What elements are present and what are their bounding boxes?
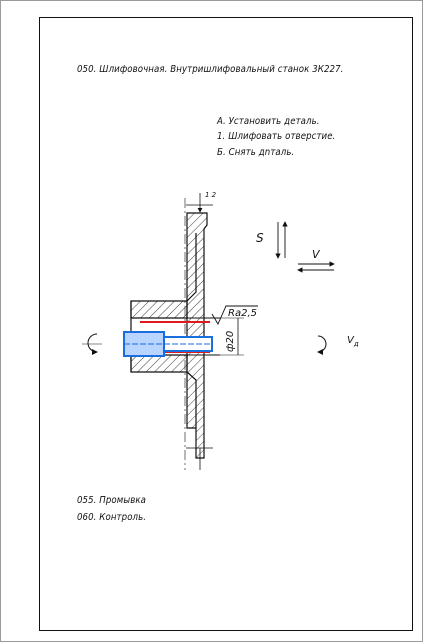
v-feed-label: V — [312, 248, 321, 261]
roughness-symbol — [211, 305, 258, 325]
operation-060: 060. Контроль. — [77, 512, 147, 523]
hub-lower-section — [130, 354, 188, 373]
operation-title: 050. Шлифовочная. Внутришлифовальный ста… — [77, 64, 344, 75]
rotation-arrow-right — [317, 335, 327, 355]
rotation-arrow-left — [82, 333, 102, 355]
hub-upper-section — [130, 300, 188, 319]
flange-section — [186, 212, 208, 459]
diameter-label: ф20 — [225, 331, 236, 352]
roughness-label: Ra2,5 — [228, 308, 257, 319]
s-feed-label: S — [256, 231, 264, 245]
top-marks: 1 2 — [205, 191, 217, 199]
v-work-label: Vд — [347, 335, 359, 348]
drawing-frame — [39, 17, 413, 631]
step-b: Б. Снять дnталь. — [217, 147, 295, 158]
grinding-tool — [123, 331, 213, 357]
step-1: 1. Шлифовать отверстие. — [217, 131, 336, 142]
operation-055: 055. Промывка — [77, 495, 147, 506]
step-a: А. Установить деталь. — [217, 116, 320, 127]
